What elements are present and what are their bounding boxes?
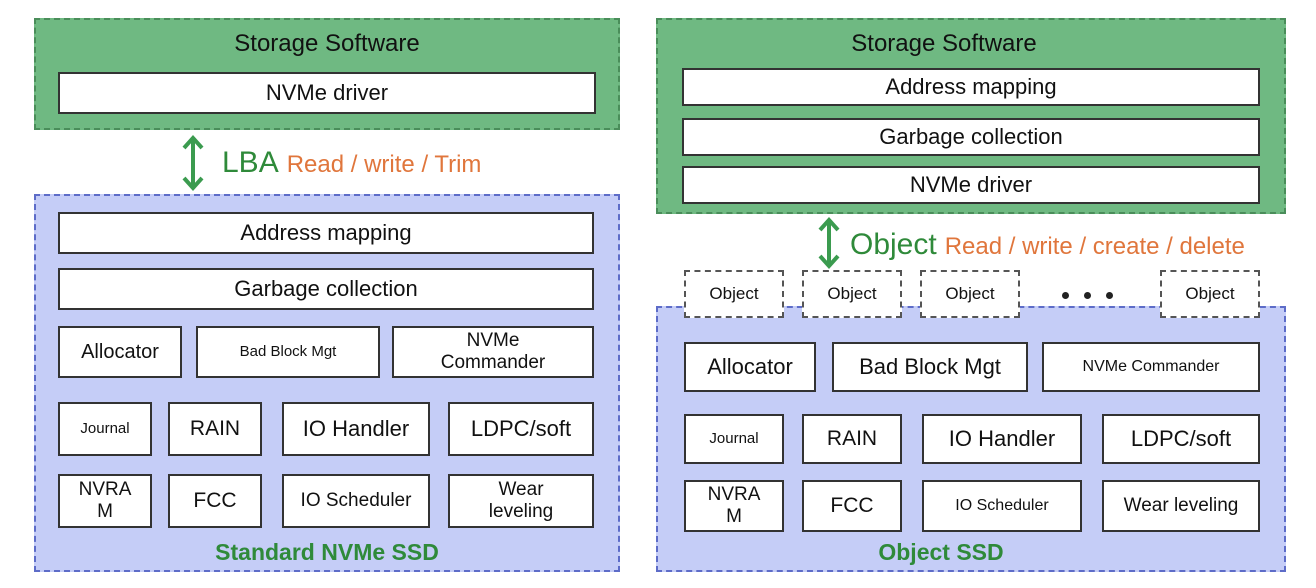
left-journal-box: Journal: [58, 402, 152, 456]
left-bidirectional-arrow-icon: [182, 135, 204, 191]
left-io-handler-box: IO Handler: [282, 402, 430, 456]
left-rain-box: RAIN: [168, 402, 262, 456]
right-bad-block-box: Bad Block Mgt: [832, 342, 1028, 392]
ellipsis-dot: [1106, 292, 1113, 299]
left-storage-software-title: Storage Software: [234, 30, 420, 57]
ellipsis-dot: [1084, 292, 1091, 299]
left-garbage-collection-box: Garbage collection: [58, 268, 594, 310]
right-allocator-box: Allocator: [684, 342, 816, 392]
right-nvme-driver-box: NVMe driver: [682, 166, 1260, 204]
left-address-mapping-box: Address mapping: [58, 212, 594, 254]
left-allocator-box: Allocator: [58, 326, 182, 378]
right-address-mapping-box: Address mapping: [682, 68, 1260, 106]
right-journal-box: Journal: [684, 414, 784, 464]
right-io-handler-box: IO Handler: [922, 414, 1082, 464]
right-fcc-box: FCC: [802, 480, 902, 532]
left-nvme-commander-box: NVMe Commander: [392, 326, 594, 378]
right-protocol: Object Read / write / create / delete: [850, 228, 1245, 262]
right-nvram-box: NVRA M: [684, 480, 784, 532]
left-ldpc-box: LDPC/soft: [448, 402, 594, 456]
right-storage-software-title: Storage Software: [851, 30, 1037, 57]
left-ssd-caption: Standard NVMe SSD: [215, 539, 439, 565]
left-io-scheduler-box: IO Scheduler: [282, 474, 430, 528]
right-protocol-label: Object: [850, 228, 937, 261]
right-bidirectional-arrow-icon: [818, 217, 840, 269]
ellipsis-dot: [1062, 292, 1069, 299]
left-nvram-box: NVRA M: [58, 474, 152, 528]
left-fcc-box: FCC: [168, 474, 262, 528]
right-garbage-collection-box: Garbage collection: [682, 118, 1260, 156]
object-box: Object: [802, 270, 902, 318]
left-protocol: LBA Read / write / Trim: [222, 146, 481, 180]
right-protocol-ops: Read / write / create / delete: [944, 233, 1245, 260]
left-bad-block-box: Bad Block Mgt: [196, 326, 380, 378]
right-rain-box: RAIN: [802, 414, 902, 464]
left-protocol-ops: Read / write / Trim: [286, 151, 482, 178]
left-protocol-label: LBA: [222, 146, 279, 179]
left-nvme-driver-box: NVMe driver: [58, 72, 596, 114]
right-ssd-caption: Object SSD: [878, 539, 1004, 565]
object-box: Object: [1160, 270, 1260, 318]
right-ldpc-box: LDPC/soft: [1102, 414, 1260, 464]
object-box: Object: [920, 270, 1020, 318]
right-nvme-commander-box: NVMe Commander: [1042, 342, 1260, 392]
left-wear-leveling-box: Wear leveling: [448, 474, 594, 528]
right-io-scheduler-box: IO Scheduler: [922, 480, 1082, 532]
object-box: Object: [684, 270, 784, 318]
right-wear-leveling-box: Wear leveling: [1102, 480, 1260, 532]
